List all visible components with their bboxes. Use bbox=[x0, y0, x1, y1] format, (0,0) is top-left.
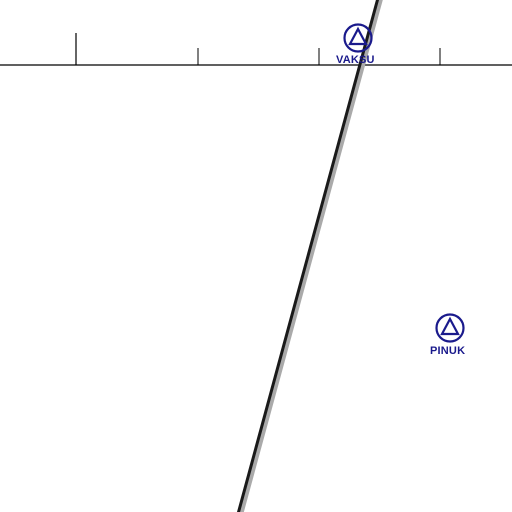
waypoint-vaksu[interactable] bbox=[343, 23, 373, 53]
waypoint-triangle-icon bbox=[348, 26, 368, 46]
waypoint-label-vaksu: VAKSU bbox=[336, 54, 375, 66]
airway-route bbox=[236, 0, 383, 512]
airway-route-line bbox=[236, 0, 380, 512]
airway-route-shadow bbox=[239, 0, 383, 512]
waypoint-triangle-icon bbox=[440, 316, 460, 336]
waypoint-pinuk[interactable] bbox=[435, 313, 465, 343]
waypoint-label-pinuk: PINUK bbox=[430, 345, 466, 357]
distance-scale bbox=[0, 33, 512, 66]
waypoint-circle-icon bbox=[343, 23, 373, 53]
waypoint-circle-icon bbox=[435, 313, 465, 343]
